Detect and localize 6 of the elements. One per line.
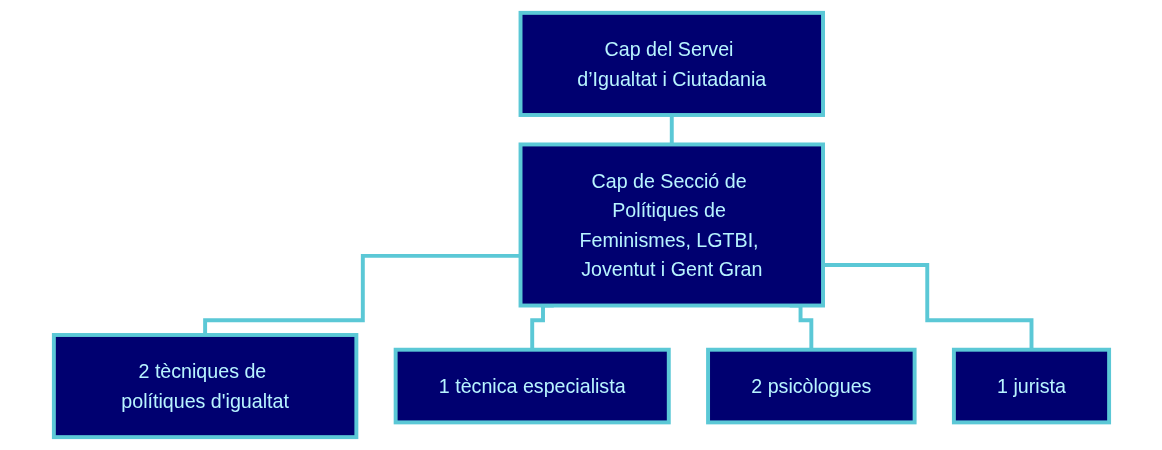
- node-box: 1 jurista: [951, 347, 1111, 425]
- node-box: Cap de Secció de Polítiques de Feminismes, LGTBI, Joventut i Gent Gran: [518, 142, 825, 308]
- node-box: Cap del Servei d’Igualtat i Ciutadania: [518, 10, 825, 117]
- node-box: 1 tècnica especialista: [393, 347, 671, 425]
- node-box: 2 tècniques de polítiques d'igualtat: [51, 333, 358, 440]
- node-box: 2 psicòlogues: [705, 347, 917, 425]
